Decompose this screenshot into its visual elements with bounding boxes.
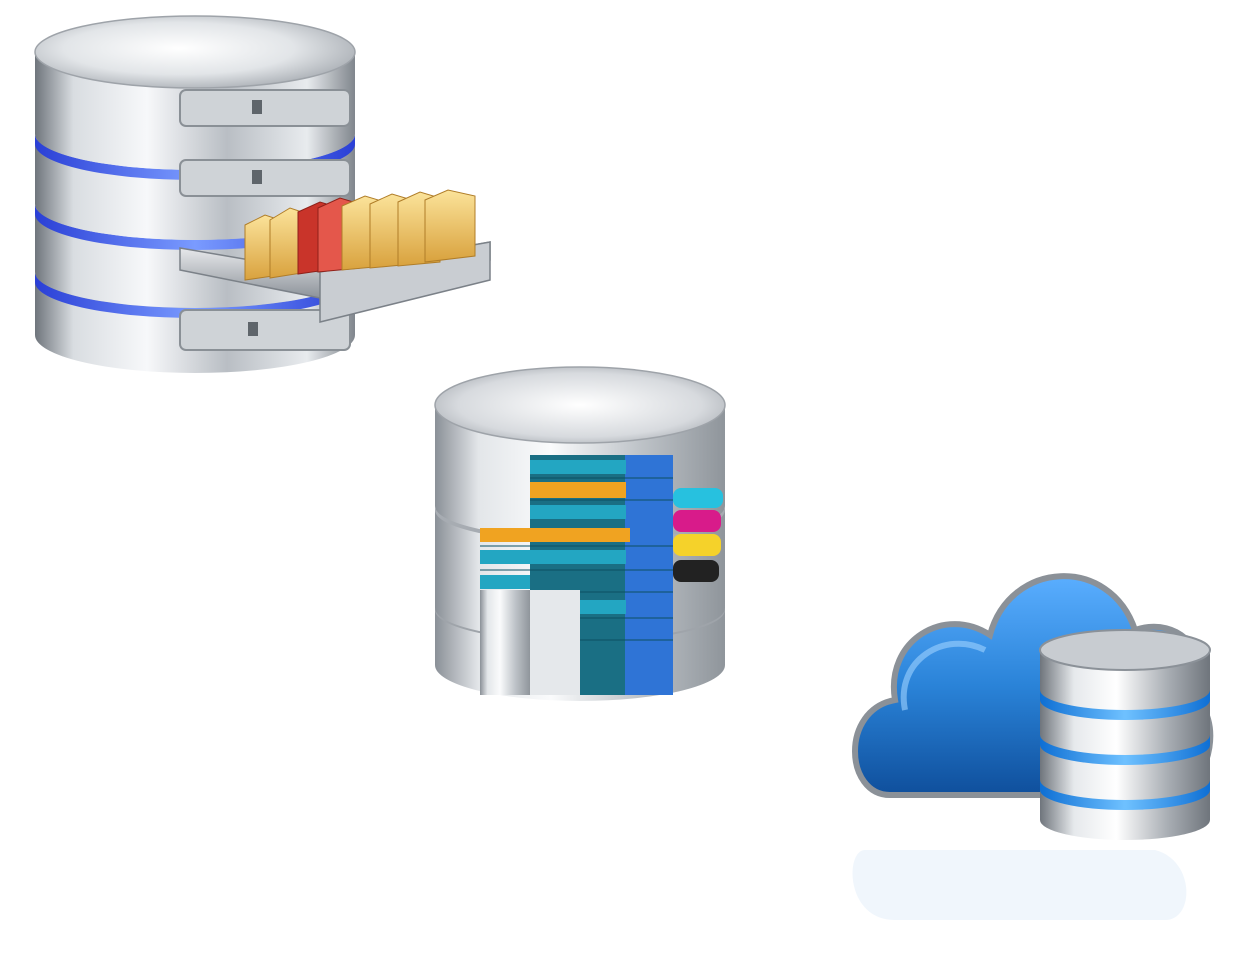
database-with-file-drawer-icon bbox=[20, 10, 500, 390]
cloud-database-icon bbox=[835, 520, 1235, 950]
colorful-database-icon bbox=[420, 360, 740, 720]
